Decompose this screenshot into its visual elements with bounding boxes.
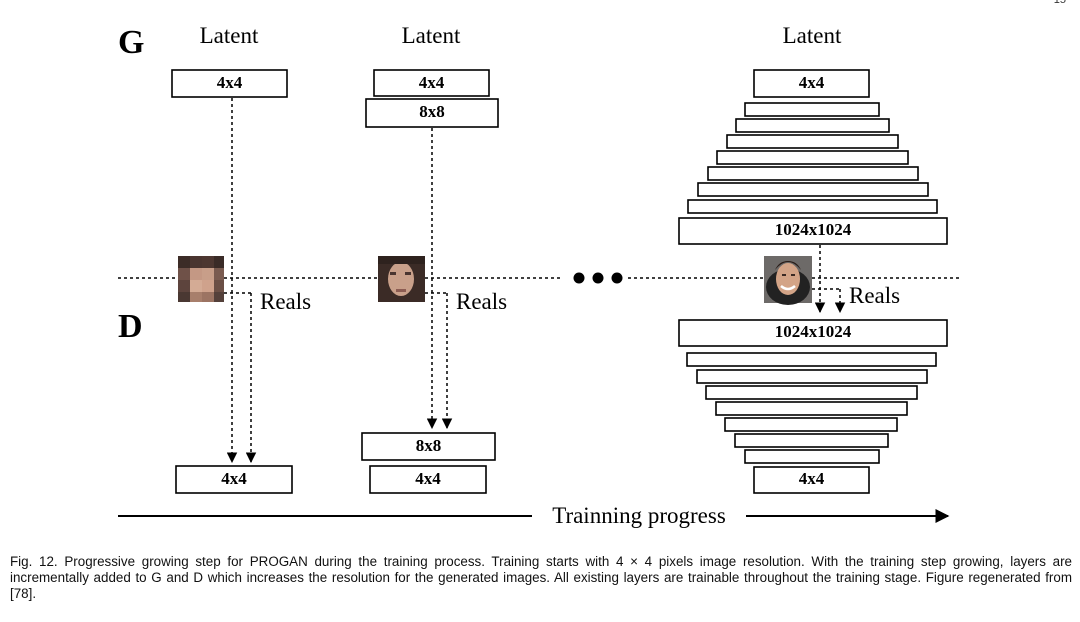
d-intermediate-block [696, 369, 928, 384]
d-block-4x4 [175, 465, 293, 494]
ellipsis-dot [592, 272, 604, 284]
discriminator-label: D [118, 308, 143, 345]
generated-face-image-8x8 [378, 256, 425, 302]
g-intermediate-block [707, 166, 919, 181]
latent-label-stage-1: Latent [200, 23, 259, 48]
generator-label: G [118, 24, 144, 61]
g-block-label: 4x4 [799, 73, 825, 92]
reals-label: Reals [260, 289, 311, 314]
page-number: 15 [1053, 0, 1066, 6]
latent-label-stage-2: Latent [402, 23, 461, 48]
d-block-4x4 [753, 466, 870, 494]
reals-label: Reals [849, 283, 900, 308]
g-block-label: 4x4 [217, 73, 243, 92]
progan-diagram: G D Latent Latent Latent 4x4 Reals 4x4 4… [118, 23, 962, 528]
d-intermediate-block [724, 417, 898, 432]
d-intermediate-block [734, 433, 889, 448]
g-intermediate-block [726, 134, 899, 149]
g-intermediate-block [735, 118, 890, 133]
d-block-label: 4x4 [221, 469, 247, 488]
ellipsis-dot [573, 272, 585, 284]
d-block-8x8 [361, 432, 496, 461]
reals-label: Reals [456, 289, 507, 314]
stage-3: 4x4 1024x1024 Reals 1024x1024 [678, 69, 948, 494]
ellipsis-dot [611, 272, 623, 284]
generated-face-image-1024x1024 [764, 256, 812, 305]
d-intermediate-block [686, 352, 937, 367]
d-block-label: 4x4 [799, 469, 825, 488]
d-block-label: 4x4 [415, 469, 441, 488]
g-block-4x4 [171, 69, 288, 98]
d-block-label: 8x8 [416, 436, 442, 455]
stage-1: 4x4 Reals 4x4 [171, 69, 311, 494]
d-block-label: 1024x1024 [775, 322, 852, 341]
d-intermediate-block [744, 449, 880, 464]
g-block-label: 8x8 [419, 102, 445, 121]
d-block-1024x1024 [678, 319, 948, 347]
latent-label-stage-3: Latent [783, 23, 842, 48]
g-block-1024x1024 [678, 217, 948, 245]
d-intermediate-block [705, 385, 918, 400]
progress-label: Trainning progress [552, 503, 726, 528]
g-intermediate-block [716, 150, 909, 165]
d-intermediate-block [715, 401, 908, 416]
figure-caption: Fig. 12. Progressive growing step for PR… [10, 554, 1072, 601]
g-block-label: 1024x1024 [775, 220, 852, 239]
g-block-4x4 [373, 69, 490, 97]
d-block-4x4 [369, 465, 487, 494]
g-intermediate-block [744, 102, 880, 117]
g-block-8x8 [365, 98, 499, 128]
g-block-label: 4x4 [419, 73, 445, 92]
stage-2: 4x4 8x8 Reals 8x8 4x4 [361, 69, 507, 494]
generated-face-image-4x4 [178, 256, 224, 302]
g-intermediate-block [697, 182, 929, 197]
g-block-4x4 [753, 69, 870, 98]
g-intermediate-block [687, 199, 938, 214]
